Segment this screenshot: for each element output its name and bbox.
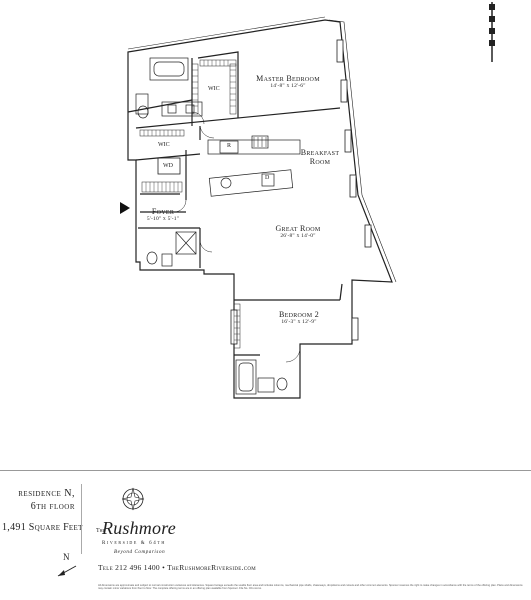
room-foyer: Foyer 5'-10" x 5'-1" (138, 207, 188, 222)
brand-the: The (96, 528, 105, 534)
brand-tagline: Beyond Comparison (114, 550, 166, 555)
north-label: N (63, 552, 70, 562)
label-wd: WD (163, 163, 173, 169)
room-name-line1: Breakfast (300, 148, 340, 157)
label-wic-hall: WIC (158, 142, 170, 148)
room-dimensions: 14'-8" x 12'-6" (270, 83, 306, 89)
footer-vertical-divider (81, 484, 82, 554)
unit-name-line1: residence N, (18, 488, 75, 499)
floor-plan (120, 2, 495, 399)
square-footage: 1,491 Square Feet (2, 522, 83, 533)
room-master-bedroom: Master Bedroom 14'-8" x 12'-6" (248, 74, 328, 89)
room-great-room: Great Room 26'-8" x 14'-0" (258, 224, 338, 239)
contact-info: Tele 212 496 1400 • TheRushmoreRiverside… (98, 563, 257, 572)
room-bedroom-2: Bedroom 2 16'-3" x 12'-9" (264, 310, 334, 325)
brand-subtitle: Riverside & 64th (102, 541, 166, 546)
room-dimensions: 5'-10" x 5'-1" (146, 216, 180, 222)
room-breakfast: Breakfast Room (290, 148, 350, 166)
label-refrigerator: R (227, 143, 232, 149)
disclaimer-text: All dimensions are approximate and subje… (98, 584, 523, 591)
footer-divider (0, 470, 531, 471)
room-name-line2: Room (309, 157, 331, 166)
room-name: Bedroom 2 (278, 310, 320, 319)
room-name: Foyer (151, 207, 175, 216)
brand-name: Rushmore (102, 518, 176, 538)
north-arrow: N (56, 552, 78, 577)
room-dimensions: 16'-3" x 12'-9" (281, 319, 317, 325)
footer: residence N, 6th floor 1,491 Square Feet… (0, 470, 531, 600)
brand-logo: The Rushmore Riverside & 64th Beyond Com… (88, 484, 188, 564)
room-dimensions: 26'-8" x 14'-0" (280, 233, 316, 239)
label-dishwasher: D (265, 175, 270, 181)
room-name: Great Room (275, 224, 321, 233)
crest-icon (121, 487, 145, 511)
room-name: Master Bedroom (256, 74, 320, 83)
unit-name-line2: 6th floor (30, 501, 75, 512)
outer-wall (127, 19, 393, 399)
entry-arrow-icon (120, 202, 130, 214)
north-arrow-icon (57, 565, 77, 577)
label-wic-master: WIC (208, 86, 220, 92)
